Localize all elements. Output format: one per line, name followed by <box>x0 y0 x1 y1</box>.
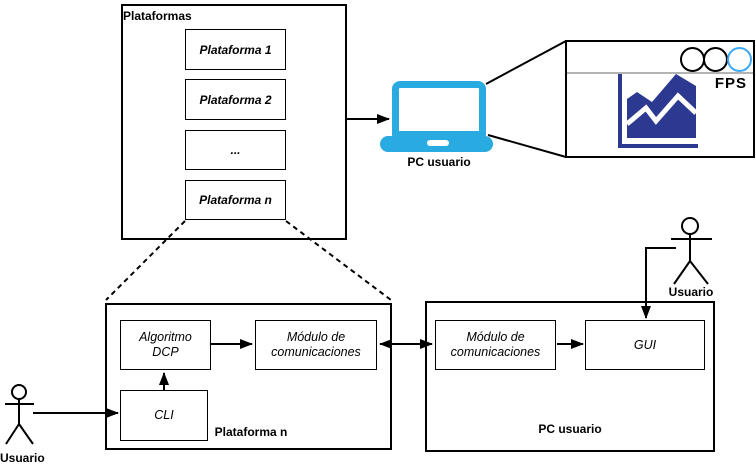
platform-box-1: Plataforma 1 <box>185 29 286 70</box>
plataformas-panel-title: Plataformas <box>123 9 192 23</box>
pc-usuario-detail-label: PC usuario <box>538 422 602 436</box>
projection-line-bottom <box>487 134 567 158</box>
fps-window: FPS <box>565 40 755 158</box>
window-button-circle-icon <box>703 47 728 72</box>
platform-box-n: Plataforma n <box>185 180 286 220</box>
person-stick-figure-icon <box>5 384 34 445</box>
person-stick-figure-icon <box>671 217 712 285</box>
platform-box-ellipsis-label: ... <box>230 143 241 157</box>
comms-box-platform: Módulo de comunicaciones <box>255 320 377 370</box>
laptop-screen <box>392 81 486 138</box>
laptop-label: PC usuario <box>407 155 471 169</box>
comms-box-pc-label: Módulo de comunicaciones <box>450 330 541 359</box>
platform-box-2: Plataforma 2 <box>185 79 286 120</box>
window-button-circle-icon <box>680 47 705 72</box>
fps-window-titlebar <box>567 42 753 74</box>
fps-title: FPS <box>714 75 747 92</box>
gui-box: GUI <box>585 320 705 370</box>
platform-box-ellipsis: ... <box>185 130 286 170</box>
platform-box-1-label: Plataforma 1 <box>199 42 272 57</box>
laptop-notch <box>427 140 449 146</box>
comms-box-pc: Módulo de comunicaciones <box>435 320 556 370</box>
algoritmo-dcp-label: Algoritmo DCP <box>139 330 192 359</box>
projection-line-top <box>485 40 567 85</box>
platform-box-n-label: Plataforma n <box>199 193 272 207</box>
gui-label: GUI <box>633 337 657 352</box>
actor-left-label: Usuario <box>0 451 45 465</box>
window-button-circle-icon <box>727 47 752 72</box>
cli-label: CLI <box>154 408 174 422</box>
area-chart-icon <box>618 74 698 148</box>
platform-box-2-label: Plataforma 2 <box>199 92 272 107</box>
cli-box: CLI <box>120 390 208 441</box>
comms-box-platform-label: Módulo de comunicaciones <box>271 330 361 359</box>
actor-right-label: Usuario <box>668 285 714 299</box>
platform-n-detail-label: Plataforma n <box>214 425 288 439</box>
algoritmo-dcp-box: Algoritmo DCP <box>120 320 211 370</box>
